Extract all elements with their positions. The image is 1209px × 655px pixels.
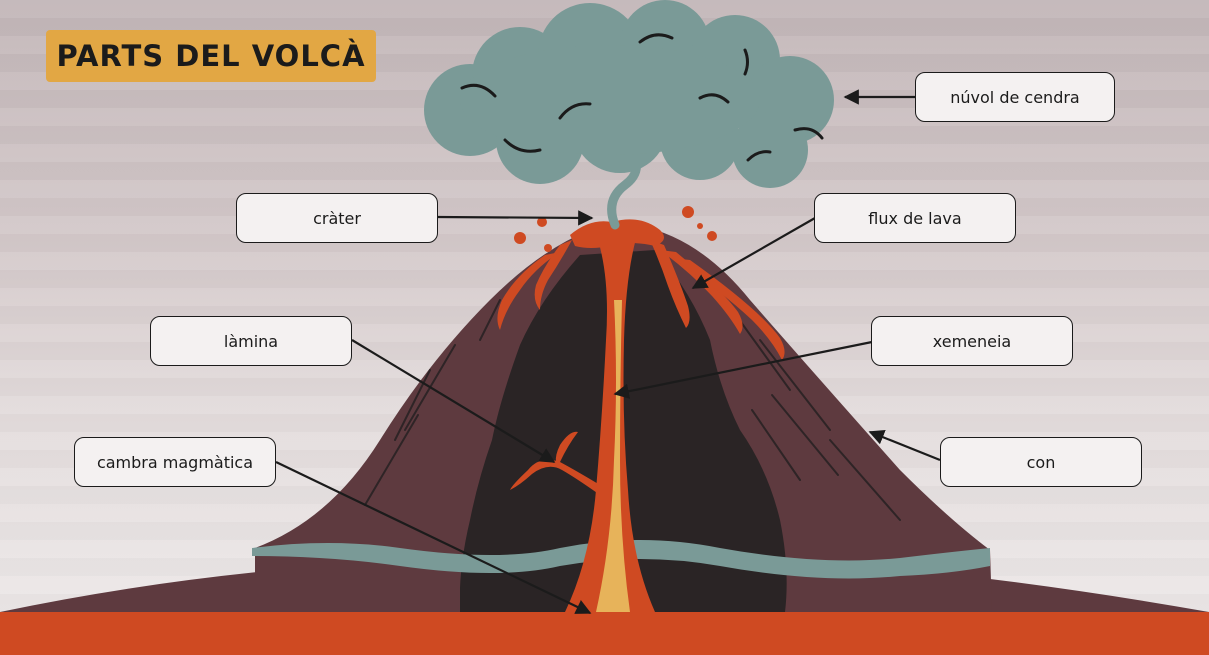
- arrow-flux: [691, 217, 816, 289]
- label-cambra-magmatica: cambra magmàtica: [74, 437, 276, 487]
- label-nuvol-de-cendra: núvol de cendra: [915, 72, 1115, 122]
- crater-lava: [497, 206, 785, 360]
- label-xemeneia: xemeneia: [871, 316, 1073, 366]
- label-cambra-text: cambra magmàtica: [96, 452, 254, 472]
- label-lamina-text: làmina: [223, 331, 279, 351]
- label-flux-text: flux de lava: [868, 208, 962, 228]
- label-flux-de-lava: flux de lava: [814, 193, 1016, 243]
- conduit-core: [596, 300, 630, 612]
- label-crater-text: cràter: [313, 208, 361, 228]
- page-title: PARTS DEL VOLCÀ: [56, 39, 366, 73]
- arrow-lamina: [351, 339, 556, 463]
- label-xemeneia-text: xemeneia: [932, 331, 1012, 351]
- arrow-cambra: [275, 461, 592, 614]
- sill: [510, 431, 600, 495]
- arrow-crater: [436, 210, 594, 226]
- ash-cloud: [424, 0, 834, 188]
- title-badge: PARTS DEL VOLCÀ: [46, 30, 376, 82]
- label-con: con: [940, 437, 1142, 487]
- pointer-arrows: [275, 89, 941, 614]
- ash-cloud-swirls: [460, 33, 824, 162]
- label-lamina: làmina: [150, 316, 352, 366]
- arrow-con: [868, 429, 941, 462]
- arrow-xemeneia: [613, 340, 873, 399]
- label-nuvol-text: núvol de cendra: [950, 87, 1080, 107]
- conduit: [565, 232, 655, 612]
- label-con-text: con: [1026, 452, 1056, 472]
- label-crater: cràter: [236, 193, 438, 243]
